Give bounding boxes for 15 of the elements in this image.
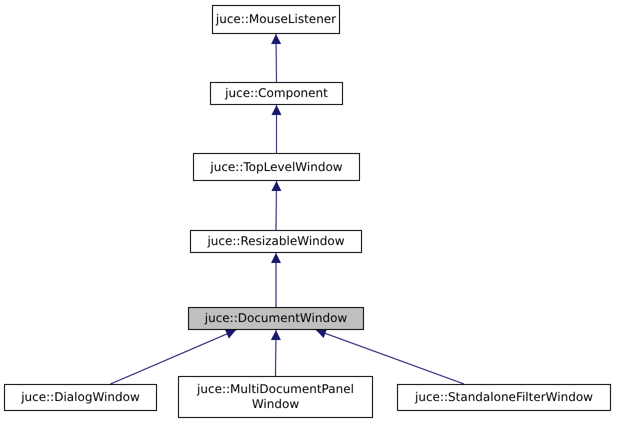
inheritance-arrow [316,328,464,384]
class-box: juce::DialogWindow [4,384,157,411]
class-box: juce::MultiDocumentPanel Window [178,376,373,418]
class-box: juce::MouseListener [212,5,340,34]
inheritance-arrow [271,180,282,230]
class-box: juce::TopLevelWindow [193,153,360,181]
inheritance-arrow [271,252,281,308]
class-box: juce::DocumentWindow [188,307,364,330]
inheritance-arrow [271,34,282,82]
class-box: juce::ResizableWindow [190,230,362,253]
inheritance-arrow [110,329,236,384]
inheritance-arrow [270,330,281,376]
class-box: juce::Component [210,82,343,105]
class-box: juce::StandaloneFilterWindow [397,384,611,411]
inheritance-arrow [272,104,282,154]
